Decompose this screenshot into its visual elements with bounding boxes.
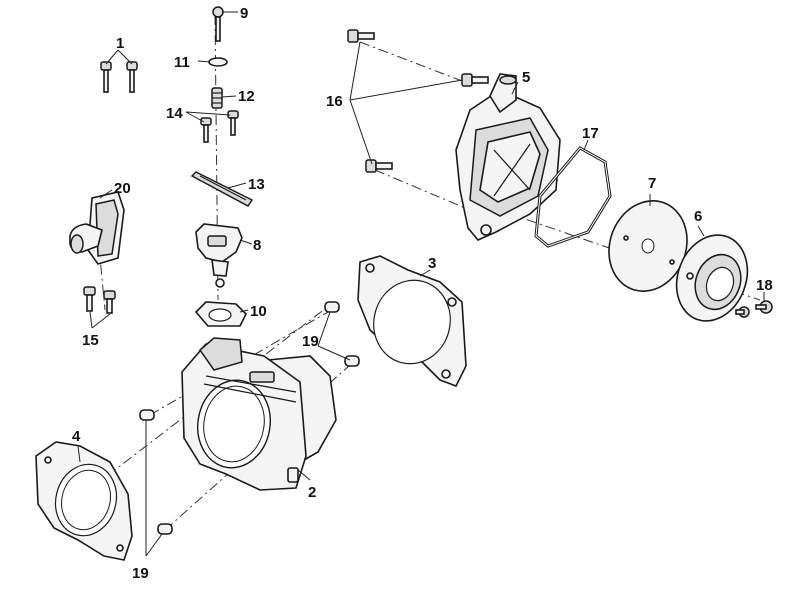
part-20-cover[interactable] [69, 191, 125, 265]
callout-6: 6 [694, 208, 702, 225]
callout-4: 4 [72, 428, 81, 445]
part-16-bolts[interactable] [347, 29, 489, 173]
leader-lines [77, 11, 765, 557]
part-11-washer[interactable] [208, 57, 228, 67]
callout-1: 1 [116, 35, 124, 52]
part-14-bolts[interactable] [200, 110, 239, 143]
callout-9: 9 [240, 5, 248, 22]
callout-15: 15 [82, 332, 99, 349]
callout-8: 8 [253, 237, 261, 254]
callout-3: 3 [428, 255, 436, 272]
callout-18: 18 [756, 277, 773, 294]
part-4-head-gasket[interactable] [35, 441, 133, 561]
callout-20: 20 [114, 180, 131, 197]
part-5-pump-cover[interactable] [455, 73, 561, 241]
part-2-cylinder[interactable] [181, 337, 337, 491]
callout-14: 14 [166, 105, 183, 122]
part-6-impeller-housing[interactable] [665, 225, 759, 331]
part-12-spring[interactable] [211, 87, 223, 109]
part-3-base-gasket[interactable] [357, 255, 467, 388]
part-13-tensioner-strip[interactable] [190, 171, 254, 207]
callout-5: 5 [522, 69, 530, 86]
callout-16: 16 [326, 93, 343, 110]
callout-7: 7 [648, 175, 656, 192]
callout-2: 2 [308, 484, 316, 501]
callout-10: 10 [250, 303, 267, 320]
callout-11: 11 [174, 54, 190, 71]
callout-13: 13 [248, 176, 265, 193]
callout-labels: 1 2 3 4 5 6 7 8 9 10 11 12 13 14 15 16 1… [72, 5, 773, 582]
callout-19-upper: 19 [302, 333, 319, 350]
part-9-bolt[interactable] [212, 6, 224, 42]
callout-17: 17 [582, 125, 599, 142]
o-ring-highlight [535, 147, 611, 247]
part-18-screws[interactable] [735, 300, 773, 318]
part-8-tensioner[interactable] [195, 223, 243, 288]
part-10-gasket[interactable] [194, 301, 247, 327]
part-15-bolts[interactable] [83, 286, 116, 314]
part-1-bolts[interactable] [100, 61, 138, 93]
callout-12: 12 [238, 88, 255, 105]
part-19-dowel-pins[interactable] [139, 301, 360, 535]
callout-19-lower: 19 [132, 565, 149, 582]
